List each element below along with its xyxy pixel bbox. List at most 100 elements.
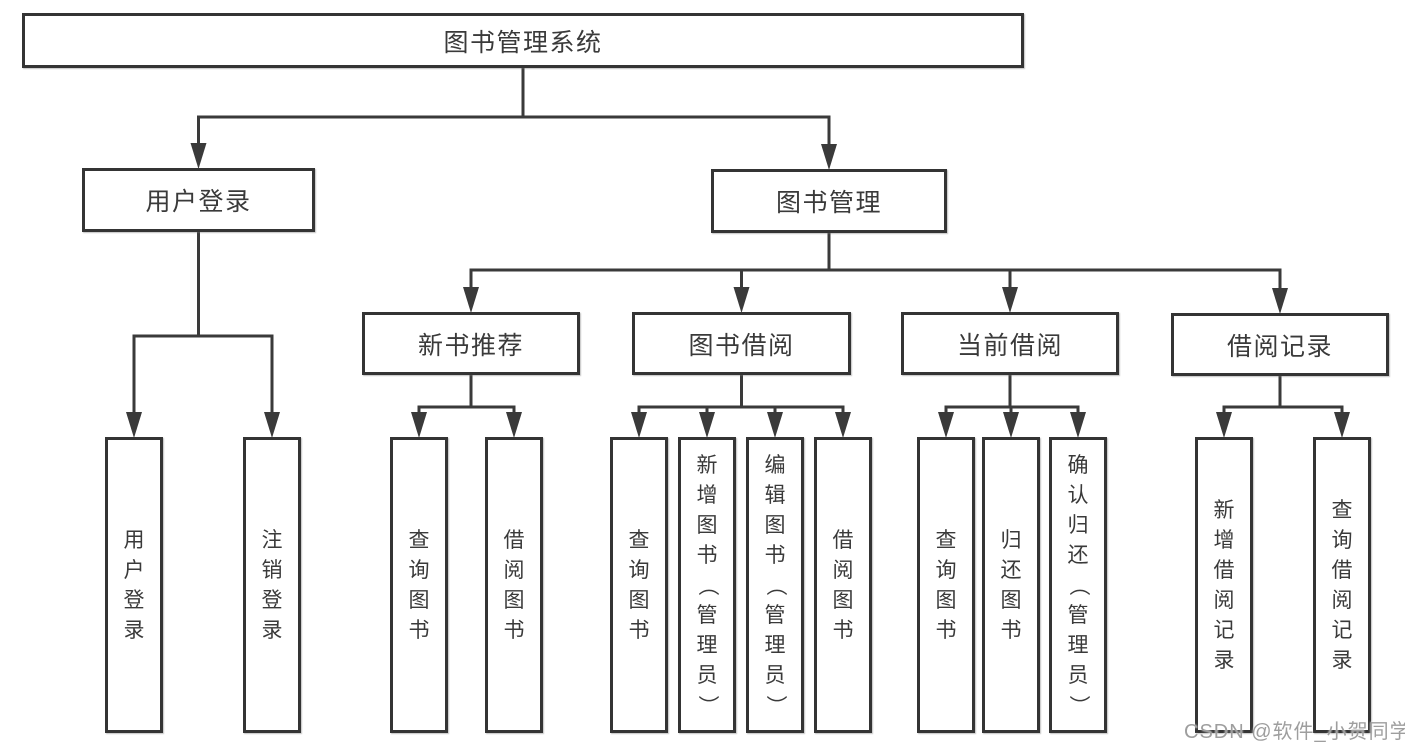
node-label-char: 管 — [696, 603, 718, 627]
node-label: 新书推荐 — [417, 331, 524, 360]
node-current-borrow: 当前借阅 — [901, 312, 1119, 375]
node-cb-return: 归还图书 — [982, 437, 1040, 733]
node-label-char: 书 — [832, 618, 854, 642]
node-label-char: 询 — [628, 558, 650, 582]
node-label-char: 员 — [764, 663, 786, 687]
node-label-char: 管 — [764, 603, 786, 627]
node-label-char: 图 — [1000, 588, 1022, 612]
node-label-char: 图 — [503, 588, 525, 612]
node-label-char: 新 — [1213, 498, 1235, 522]
node-bb-borrow: 借阅图书 — [814, 437, 872, 733]
node-label-char: 记 — [1213, 618, 1235, 642]
node-label-char: 录 — [1213, 648, 1235, 672]
node-label-char: 阅 — [832, 558, 854, 582]
node-label-char: 查 — [628, 528, 650, 552]
node-label-char: 还 — [1000, 558, 1022, 582]
node-label-char: ） — [695, 694, 719, 716]
node-label-char: 书 — [503, 618, 525, 642]
node-label-char: 书 — [1000, 618, 1022, 642]
node-label-char: 录 — [261, 618, 283, 642]
node-label-char: 阅 — [503, 558, 525, 582]
node-label-char: 图 — [764, 513, 786, 537]
node-label-char: 图 — [935, 588, 957, 612]
node-nb-borrow: 借阅图书 — [485, 437, 543, 733]
node-label-char: 图 — [696, 513, 718, 537]
node-label-char: 图 — [628, 588, 650, 612]
node-label-char: 录 — [1331, 648, 1353, 672]
node-label-char: 书 — [764, 543, 786, 567]
node-label-char: 询 — [935, 558, 957, 582]
node-label-char: 管 — [1067, 603, 1089, 627]
node-label-char: 借 — [832, 528, 854, 552]
node-new-book-rec: 新书推荐 — [362, 312, 580, 375]
node-label-char: 图 — [832, 588, 854, 612]
node-cb-query: 查询图书 — [917, 437, 975, 733]
node-label-char: 查 — [1331, 498, 1353, 522]
node-login: 用户登录 — [105, 437, 163, 733]
node-label: 用户登录 — [145, 188, 252, 216]
node-label-char: 员 — [696, 663, 718, 687]
node-label-char: 询 — [1331, 528, 1353, 552]
node-label-char: 归 — [1000, 528, 1022, 552]
node-nb-query: 查询图书 — [390, 437, 448, 733]
node-label-char: 记 — [1331, 618, 1353, 642]
node-label: 借阅记录 — [1226, 332, 1333, 361]
node-label-char: 确 — [1067, 453, 1089, 477]
node-label-char: 借 — [1331, 558, 1353, 582]
node-logout: 注销登录 — [243, 437, 301, 733]
watermark: CSDN @软件_小贺同学 — [1184, 721, 1405, 743]
node-book-borrow: 图书借阅 — [632, 312, 851, 375]
node-label: 图书借阅 — [688, 331, 795, 360]
node-label-char: 借 — [503, 528, 525, 552]
node-label-char: 辑 — [764, 483, 786, 507]
node-label-char: 用 — [123, 528, 145, 552]
node-label: 图书管理系统 — [443, 28, 603, 57]
node-label-char: ） — [1066, 694, 1090, 716]
node-label: 图书管理 — [775, 189, 882, 217]
node-label-char: 图 — [408, 588, 430, 612]
node-label-char: 查 — [935, 528, 957, 552]
node-label-char: 书 — [628, 618, 650, 642]
node-label-char: 新 — [696, 453, 718, 477]
node-borrow-records: 借阅记录 — [1171, 313, 1389, 376]
node-label-char: （ — [763, 574, 787, 596]
node-label-char: 户 — [123, 558, 145, 582]
node-label-char: 理 — [764, 633, 786, 657]
node-label-char: 编 — [764, 453, 786, 477]
node-label-char: ） — [763, 694, 787, 716]
node-root: 图书管理系统 — [22, 13, 1024, 68]
node-bb-query: 查询图书 — [610, 437, 668, 733]
node-label: 当前借阅 — [956, 331, 1063, 360]
node-label-char: 员 — [1067, 663, 1089, 687]
node-book-mgmt: 图书管理 — [711, 169, 947, 233]
node-cb-confirm: 确认归还 （ 管理员 ） — [1049, 437, 1107, 733]
node-label-char: 认 — [1067, 483, 1089, 507]
node-label-char: 增 — [1213, 528, 1235, 552]
node-label-char: 书 — [408, 618, 430, 642]
node-label-char: 查 — [408, 528, 430, 552]
node-label-char: 阅 — [1331, 588, 1353, 612]
node-bb-edit: 编辑图书 （ 管理员 ） — [746, 437, 804, 733]
node-label-char: 书 — [935, 618, 957, 642]
node-label-char: 销 — [261, 558, 283, 582]
node-br-add: 新增借阅记录 — [1195, 437, 1253, 733]
node-label-char: 登 — [123, 588, 145, 612]
node-label-char: 注 — [261, 528, 283, 552]
node-label-char: 阅 — [1213, 588, 1235, 612]
node-label-char: 理 — [696, 633, 718, 657]
node-user-login: 用户登录 — [82, 168, 315, 232]
node-label-char: 书 — [696, 543, 718, 567]
node-label-char: 登 — [261, 588, 283, 612]
node-label-char: 增 — [696, 483, 718, 507]
node-label-char: 录 — [123, 618, 145, 642]
node-bb-add: 新增图书（管理员） — [678, 437, 736, 733]
node-label-char: 还 — [1067, 543, 1089, 567]
node-label-char: （ — [1066, 574, 1090, 596]
node-label-char: 理 — [1067, 633, 1089, 657]
node-label-char: 借 — [1213, 558, 1235, 582]
node-br-query: 查询借阅记录 — [1313, 437, 1371, 733]
node-label-char: 归 — [1067, 513, 1089, 537]
node-label-char: 询 — [408, 558, 430, 582]
